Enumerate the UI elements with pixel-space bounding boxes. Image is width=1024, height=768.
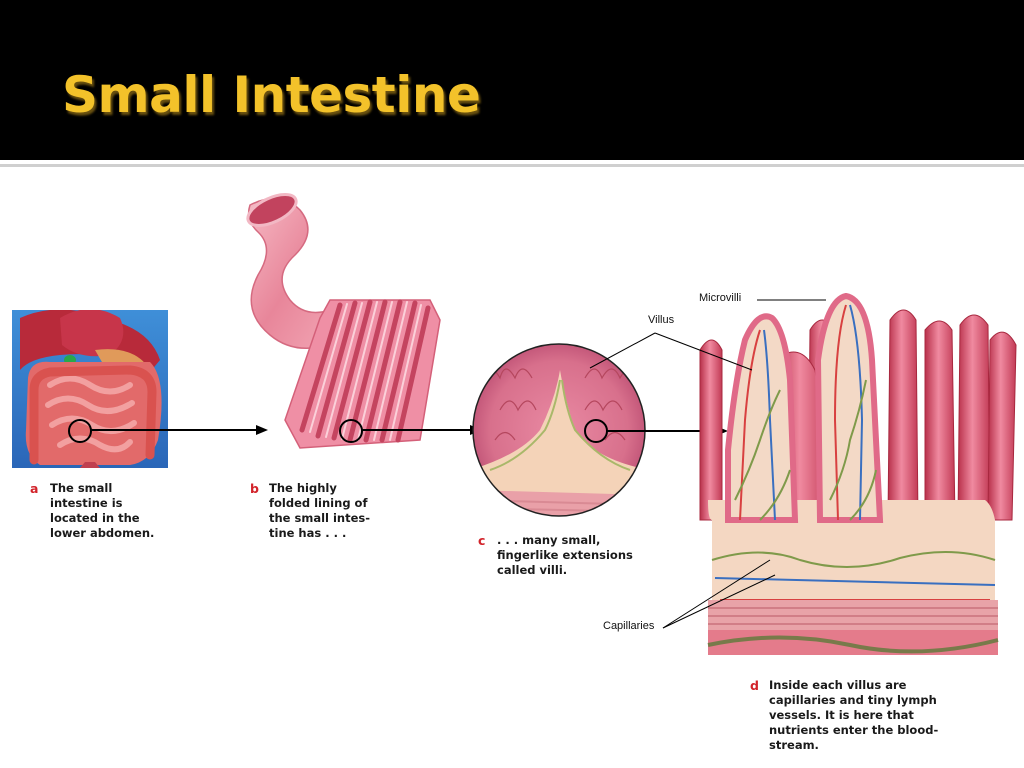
caption-d-text: Inside each villus are capillaries and t… (769, 678, 938, 753)
caption-d: d Inside each villus are capillaries and… (769, 678, 938, 753)
caption-a: a The small intestine is located in the … (50, 481, 154, 541)
label-capillaries: Capillaries (603, 620, 654, 632)
caption-a-text: The small intestine is located in the lo… (50, 481, 154, 541)
caption-c: c . . . many small, fingerlike extension… (497, 533, 633, 578)
caption-b: b The highly folded lining of the small … (269, 481, 370, 541)
caption-b-letter: b (250, 481, 259, 496)
caption-a-letter: a (30, 481, 38, 496)
abdomen-illustration (12, 309, 168, 468)
caption-c-letter: c (478, 533, 485, 548)
folded-intestine-illustration (243, 188, 440, 448)
caption-d-letter: d (750, 678, 759, 693)
caption-b-text: The highly folded lining of the small in… (269, 481, 370, 541)
villus-cross-section (700, 296, 1016, 655)
caption-c-text: . . . many small, fingerlike extensions … (497, 533, 633, 578)
label-villus: Villus (648, 314, 674, 326)
label-microvilli: Microvilli (699, 292, 741, 304)
